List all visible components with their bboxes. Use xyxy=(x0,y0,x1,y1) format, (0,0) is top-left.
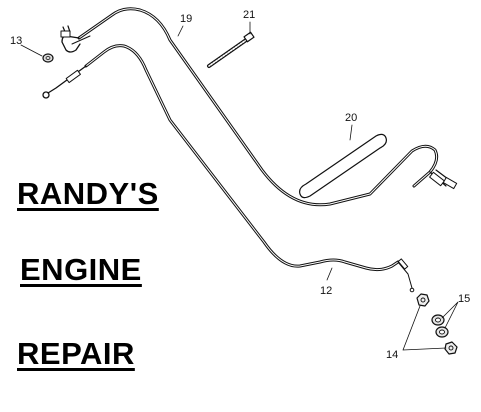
callout-20: 20 xyxy=(345,112,357,124)
callout-19: 19 xyxy=(180,13,192,25)
part-21-tie-strap xyxy=(207,31,255,68)
callout-14: 14 xyxy=(386,349,398,361)
banner-line-randys: RANDY'S xyxy=(17,176,159,211)
leader-lines xyxy=(20,21,459,351)
banner-line-engine: ENGINE xyxy=(20,252,142,287)
part-14-15-hardware xyxy=(416,293,458,355)
callout-15: 15 xyxy=(458,293,470,305)
part-13-nut xyxy=(42,53,54,63)
banner-line-repair: REPAIR xyxy=(17,336,135,371)
part-20-sleeve xyxy=(299,133,387,199)
callout-12: 12 xyxy=(320,285,332,297)
part-12-cable xyxy=(42,44,415,293)
part-19-cable xyxy=(60,7,458,207)
callout-21: 21 xyxy=(243,9,255,21)
callout-13: 13 xyxy=(10,35,22,47)
